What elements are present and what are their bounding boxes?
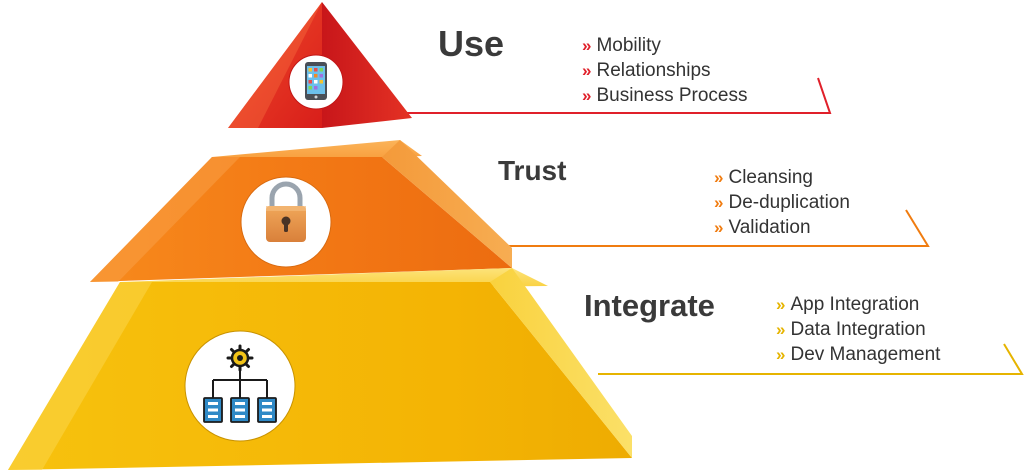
list-item: »Cleansing bbox=[714, 165, 850, 190]
bullet-label: App Integration bbox=[790, 294, 920, 315]
connector-line-trust bbox=[490, 209, 930, 247]
smartphone-icon bbox=[305, 62, 327, 100]
pyramid-tier-trust bbox=[90, 140, 512, 282]
pyramid-tier-use bbox=[228, 2, 412, 128]
bullet-list-use: »Mobility »Relationships »Business Proce… bbox=[582, 33, 747, 108]
bullet-label: Mobility bbox=[596, 35, 661, 56]
bullet-label: Dev Management bbox=[790, 344, 941, 365]
pyramid-tier-integrate bbox=[8, 268, 632, 470]
connector-line-integrate bbox=[598, 343, 1024, 375]
chevron-right-icon: » bbox=[776, 345, 786, 364]
bullet-list-integrate: »App Integration »Data Integration »Dev … bbox=[776, 292, 940, 367]
chevron-right-icon: » bbox=[582, 61, 592, 80]
connector-line-use bbox=[404, 77, 832, 114]
list-item: »Mobility bbox=[582, 33, 747, 58]
chevron-right-icon: » bbox=[714, 168, 724, 187]
chevron-right-icon: » bbox=[714, 218, 724, 237]
bullet-list-trust: »Cleansing »De-duplication »Validation bbox=[714, 165, 850, 240]
chevron-right-icon: » bbox=[776, 320, 786, 339]
bullet-label: Validation bbox=[728, 217, 811, 238]
bullet-label: Cleansing bbox=[728, 167, 813, 188]
bullet-label: Business Process bbox=[596, 85, 748, 106]
list-item: »De-duplication bbox=[714, 190, 850, 215]
padlock-icon bbox=[266, 181, 306, 242]
list-item: »Dev Management bbox=[776, 342, 940, 367]
list-item: »Validation bbox=[714, 215, 850, 240]
bullet-label: Relationships bbox=[596, 60, 711, 81]
chevron-right-icon: » bbox=[714, 193, 724, 212]
list-item: »Relationships bbox=[582, 58, 747, 83]
chevron-right-icon: » bbox=[776, 295, 786, 314]
tier-title-integrate: Integrate bbox=[584, 288, 715, 323]
bullet-label: Data Integration bbox=[790, 319, 926, 340]
list-item: »Business Process bbox=[582, 83, 747, 108]
list-item: »App Integration bbox=[776, 292, 940, 317]
tier-title-use: Use bbox=[438, 23, 505, 64]
tier-title-trust: Trust bbox=[498, 155, 567, 186]
chevron-right-icon: » bbox=[582, 86, 592, 105]
chevron-right-icon: » bbox=[582, 36, 592, 55]
bullet-label: De-duplication bbox=[728, 192, 850, 213]
list-item: »Data Integration bbox=[776, 317, 940, 342]
gear-network-icon bbox=[203, 344, 277, 423]
